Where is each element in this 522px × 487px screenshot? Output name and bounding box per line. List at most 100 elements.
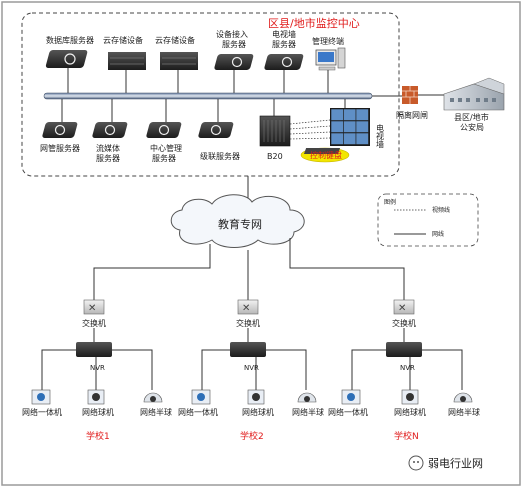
network-box-camera[interactable]: 网络一体机 xyxy=(178,389,218,417)
wechat-icon xyxy=(408,455,424,471)
device-label: 管理终端 xyxy=(312,36,344,46)
nvr[interactable]: NVR xyxy=(76,342,112,372)
management-terminal[interactable]: 管理终端 xyxy=(312,36,346,71)
device-label: 云存储设备 xyxy=(155,35,195,45)
network-bus xyxy=(43,92,373,100)
device-label: 中心管理 xyxy=(150,143,182,153)
school-n: ✕ 交换机 NVR 网络一体机 网络球机 网络半球 学校N xyxy=(328,299,480,442)
switch-label: 交换机 xyxy=(236,318,260,328)
computer-icon xyxy=(315,47,346,71)
gateway-label: 隔离网闸 xyxy=(396,110,428,120)
streaming-server[interactable]: 流媒体 服务器 xyxy=(92,122,128,163)
device-label: 服务器 xyxy=(272,39,296,49)
device-label: 网络球机 xyxy=(242,407,274,417)
device-label: 网络球机 xyxy=(394,407,426,417)
legend: 图例 视频线 网线 xyxy=(377,193,479,247)
server-icon xyxy=(104,124,116,136)
cloud-storage-1[interactable]: 云存储设备 xyxy=(103,35,146,70)
device-label: 服务器 xyxy=(96,153,120,163)
video-lines xyxy=(289,119,331,140)
device-label: 网管服务器 xyxy=(40,143,80,153)
network-dome-camera[interactable]: 网络半球 xyxy=(448,392,480,417)
police-building[interactable]: 县区/地市 公安局 xyxy=(443,77,505,132)
device-label: 网络一体机 xyxy=(178,407,218,417)
device-label: 网络半球 xyxy=(292,407,324,417)
police-label: 县区/地市 xyxy=(454,112,489,122)
device-label: 网络球机 xyxy=(82,407,114,417)
device-label: 服务器 xyxy=(152,153,176,163)
server-icon xyxy=(158,124,170,136)
cloud-storage-2[interactable]: 云存储设备 xyxy=(155,35,198,70)
watermark-text: 弱电行业网 xyxy=(428,457,483,470)
cascade-server[interactable]: 级联服务器 xyxy=(198,122,240,161)
nvr-label: NVR xyxy=(244,364,259,372)
device-label: 云存储设备 xyxy=(103,35,143,45)
legend-network-label: 网线 xyxy=(432,230,444,238)
server-icon xyxy=(64,53,76,65)
device-label: 数据库服务器 xyxy=(46,35,94,45)
switch-icon: ✕ xyxy=(398,303,406,314)
nvr-label: NVR xyxy=(90,364,105,372)
uplink-lines xyxy=(93,238,405,300)
device-label: 流媒体 xyxy=(96,143,120,153)
school-1: ✕ 交换机 NVR 网络一体机 网络球机 网络半球 学校1 xyxy=(22,299,172,442)
network-dome-camera[interactable]: 网络半球 xyxy=(140,392,172,417)
network-ptz-camera[interactable]: 网络球机 xyxy=(242,389,274,417)
nvr[interactable]: NVR xyxy=(386,342,422,372)
watermark: 弱电行业网 xyxy=(408,455,483,471)
switch-icon: ✕ xyxy=(88,303,96,314)
device-label: 电视墙 xyxy=(272,29,296,39)
top-devices: 数据库服务器 云存储设备 云存储设备 设备接入 服务器 电视墙 服务器 xyxy=(45,29,346,71)
server-icon xyxy=(54,124,66,136)
switch[interactable]: ✕ 交换机 xyxy=(392,299,416,328)
b20-decoder[interactable]: B20 xyxy=(259,115,291,161)
server-icon xyxy=(231,56,243,68)
control-keyboard[interactable]: 控制键盘 xyxy=(300,147,350,163)
server-icon xyxy=(281,56,293,68)
central-management-server[interactable]: 中心管理 服务器 xyxy=(146,122,182,163)
tvwall-server[interactable]: 电视墙 服务器 xyxy=(264,29,304,70)
tv-wall[interactable]: 电视墙 xyxy=(330,108,385,149)
server-icon xyxy=(210,124,222,136)
keyboard-label: 控制键盘 xyxy=(310,150,342,160)
device-label: 网络半球 xyxy=(140,407,172,417)
switch-icon: ✕ xyxy=(242,303,250,314)
network-ptz-camera[interactable]: 网络球机 xyxy=(394,389,426,417)
switch[interactable]: ✕ 交换机 xyxy=(236,299,260,328)
database-server[interactable]: 数据库服务器 xyxy=(45,35,94,68)
legend-title: 图例 xyxy=(384,198,396,206)
device-label: 服务器 xyxy=(222,39,246,49)
bottom-drop-lines xyxy=(61,99,346,122)
school-name: 学校2 xyxy=(240,430,264,442)
monitoring-center-box xyxy=(21,12,400,177)
nms-server[interactable]: 网管服务器 xyxy=(40,122,80,153)
network-box-camera[interactable]: 网络一体机 xyxy=(328,389,368,417)
network-ptz-camera[interactable]: 网络球机 xyxy=(82,389,114,417)
device-label: 网络一体机 xyxy=(328,407,368,417)
school-name: 学校N xyxy=(394,430,419,442)
nvr-label: NVR xyxy=(400,364,415,372)
storage-icon xyxy=(160,52,198,70)
b20-label: B20 xyxy=(267,152,283,161)
device-label: 级联服务器 xyxy=(200,151,240,161)
switch-label: 交换机 xyxy=(82,318,106,328)
storage-icon xyxy=(108,52,146,70)
cloud-label: 教育专网 xyxy=(218,217,262,231)
center-title: 区县/地市监控中心 xyxy=(268,16,360,30)
tvwall-label: 电视墙 xyxy=(376,123,385,149)
device-access-server[interactable]: 设备接入 服务器 xyxy=(214,29,254,70)
nvr[interactable]: NVR xyxy=(230,342,266,372)
police-label: 公安局 xyxy=(460,122,484,132)
top-drop-lines xyxy=(67,68,329,93)
isolation-gateway[interactable]: 隔离网闸 xyxy=(396,86,428,120)
school-name: 学校1 xyxy=(86,430,110,442)
bottom-devices: 网管服务器 流媒体 服务器 中心管理 服务器 级联服务器 xyxy=(40,122,240,163)
education-network-cloud: 教育专网 xyxy=(170,194,305,248)
network-box-camera[interactable]: 网络一体机 xyxy=(22,389,62,417)
switch[interactable]: ✕ 交换机 xyxy=(82,299,106,328)
switch-label: 交换机 xyxy=(392,318,416,328)
network-dome-camera[interactable]: 网络半球 xyxy=(292,392,324,417)
device-label: 网络一体机 xyxy=(22,407,62,417)
